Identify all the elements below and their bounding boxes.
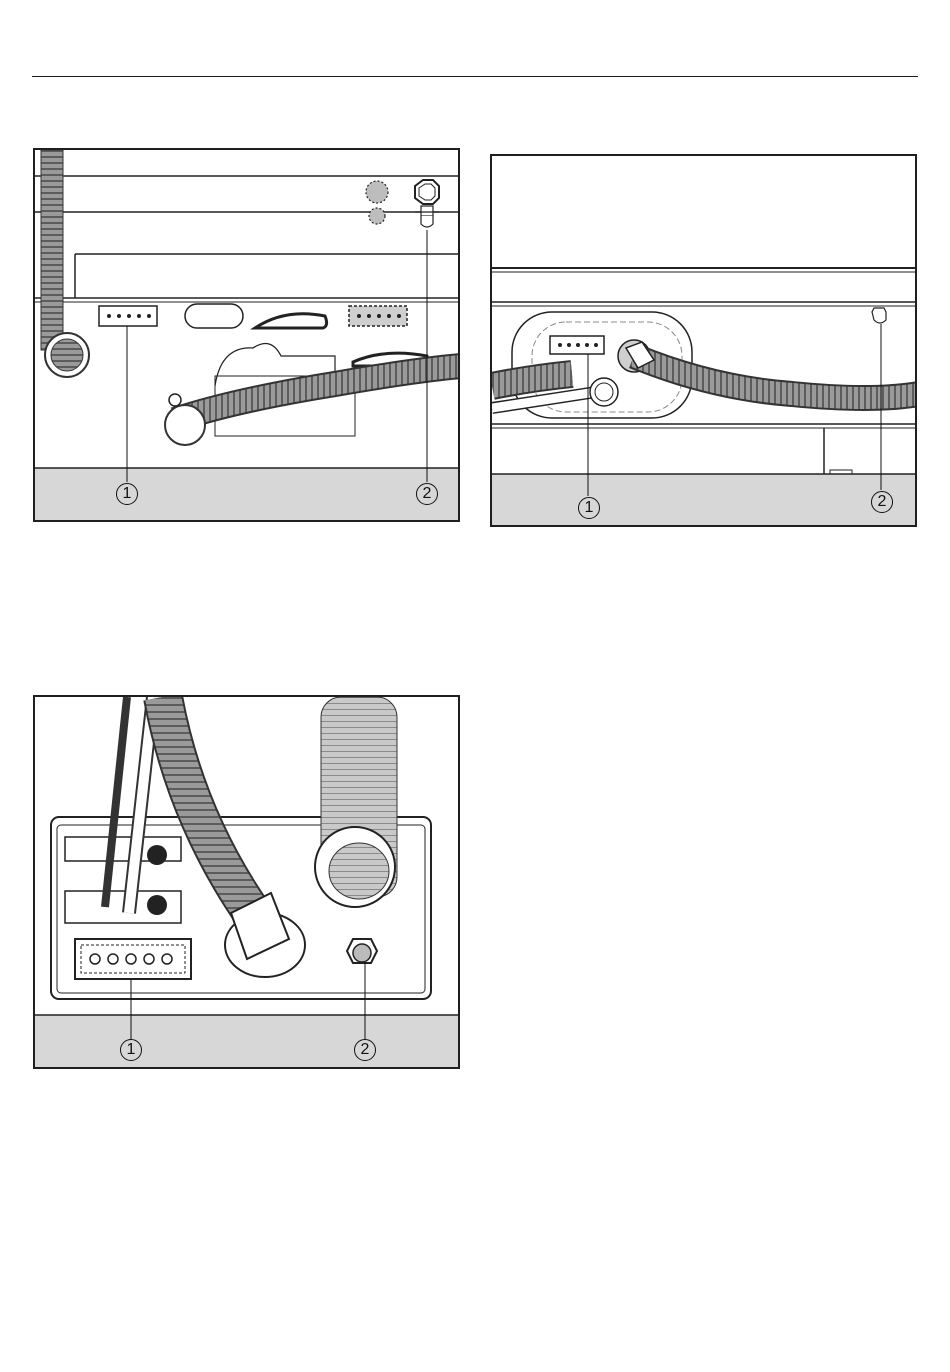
- figure-3: 1 2: [33, 695, 460, 1069]
- callout-2: 2: [871, 491, 893, 513]
- figure-2: 1 2: [490, 154, 917, 527]
- figure-1-drawing: [35, 150, 460, 522]
- callout-1: 1: [578, 497, 600, 519]
- header-rule: [32, 76, 918, 77]
- callout-2: 2: [416, 483, 438, 505]
- figure-1: 1 2: [33, 148, 460, 522]
- figure-2-drawing: [492, 156, 917, 527]
- callout-1: 1: [120, 1039, 142, 1061]
- callout-1: 1: [116, 483, 138, 505]
- callout-2: 2: [354, 1039, 376, 1061]
- figure-3-drawing: [35, 697, 460, 1069]
